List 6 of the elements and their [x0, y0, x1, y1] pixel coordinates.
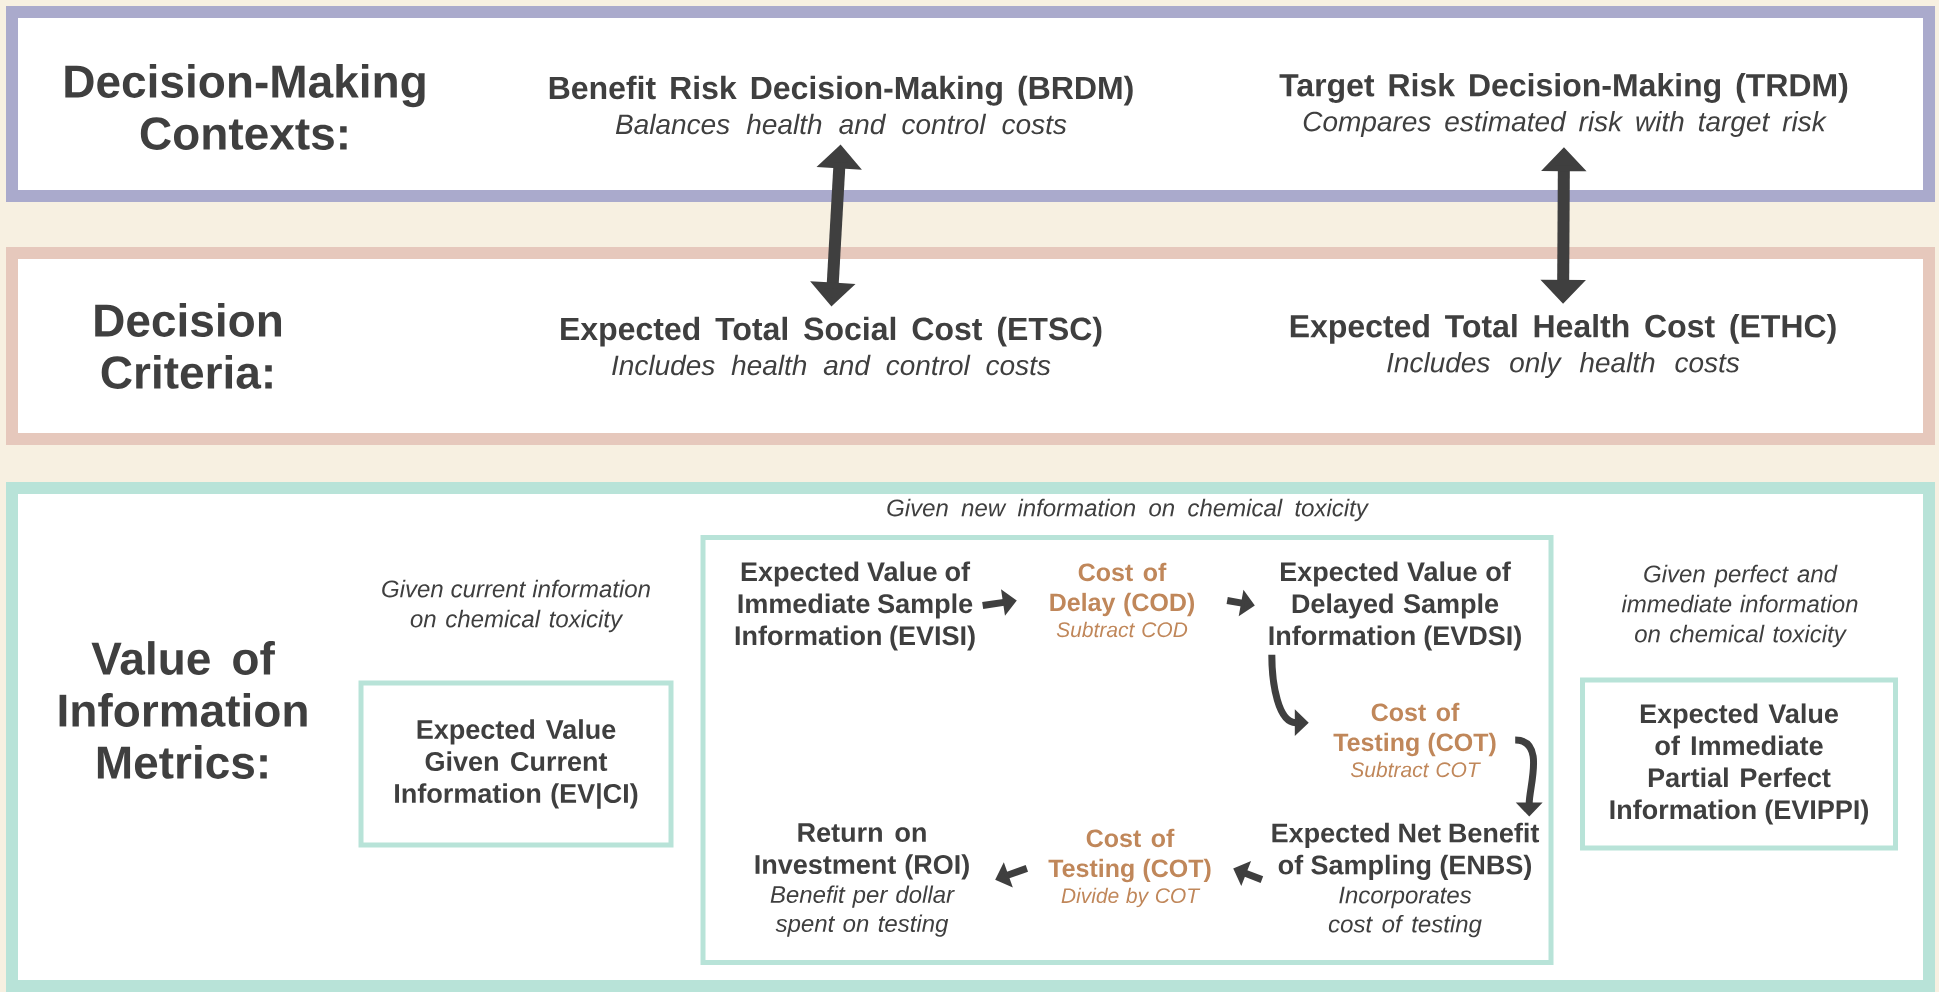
term-text: Benefit Risk Decision-Making (BRDM) Balances health and control costs — [549, 75, 1133, 135]
term-text: Expected Total Health Cost (ETHC) Includes only health costs — [1290, 314, 1836, 378]
term-text: Expected Total Social Cost (ETSC) Includes health and control costs — [561, 316, 1102, 376]
panel-heading: Decision-Making Contexts: — [65, 64, 425, 150]
term-text: Target Risk Decision-Making (TRDM) Compares estimated risk with target risk — [1279, 73, 1848, 137]
panel-heading: Decision Criteria: — [95, 303, 281, 389]
